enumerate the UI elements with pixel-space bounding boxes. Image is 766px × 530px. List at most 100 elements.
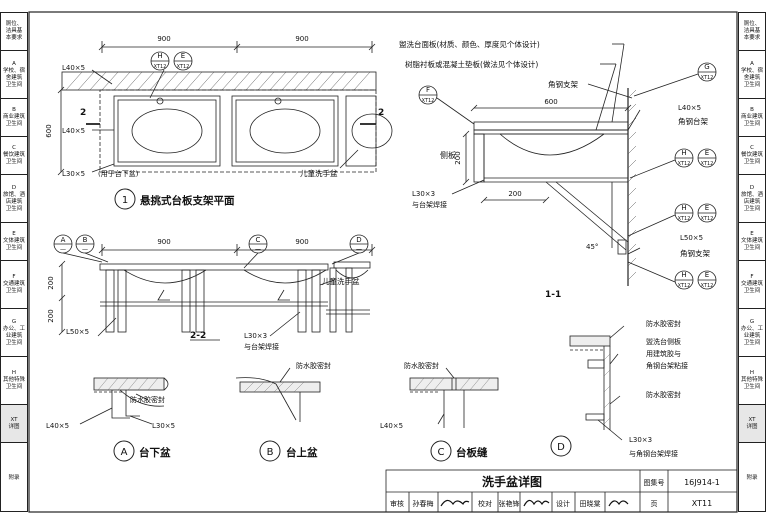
right-sidebar-item-key: A xyxy=(750,60,754,67)
detail-d-l30: L30×3 xyxy=(629,436,652,444)
s22-ref-a: A xyxy=(61,236,66,244)
detail-d-note-2: 用建筑胶与 xyxy=(646,349,681,358)
left-sidebar-item-key: XT xyxy=(10,416,18,423)
detail-a-name: 台下盆 xyxy=(139,446,171,459)
s11-ref-h-2-xt: XT12 xyxy=(678,216,691,222)
detail-a-letter-circle xyxy=(113,440,135,462)
s11-angle-45: 45° xyxy=(586,243,598,251)
drawing-title: 洗手盆详图 xyxy=(482,474,542,489)
detail-b-view xyxy=(235,367,321,422)
right-sidebar-item: 厕位、 洁具基 本要求 xyxy=(739,13,765,51)
right-sidebar-item-label: 文体建筑 卫生间 xyxy=(740,238,763,251)
plan-l40-top: L40×5 xyxy=(62,64,85,72)
review-label: 审核 xyxy=(390,499,404,508)
page-label: 页 xyxy=(651,500,658,508)
left-sidebar-item-label: 详图 xyxy=(8,423,20,430)
right-sidebar-item-label: 厕位、 洁具基 本要求 xyxy=(743,21,761,41)
s11-angle-bracket-label: 角钢支架 xyxy=(680,248,710,258)
s22-l50-label: L50×5 xyxy=(66,328,89,336)
s11-angle-frame-label: 角钢台架 xyxy=(678,116,708,126)
s11-ref-h-3-xt: XT12 xyxy=(678,283,691,289)
atlas-number-label: 图集号 xyxy=(644,478,665,487)
detail-a-letter: A xyxy=(121,447,128,458)
s11-ref-g: G xyxy=(704,63,709,71)
right-sidebar-item: 附录 xyxy=(739,443,765,513)
s11-ref-f: F xyxy=(426,86,430,94)
plan-note-undercounter: (用于台下盆) xyxy=(98,169,139,178)
right-sidebar-item-label: 商业建筑 卫生间 xyxy=(740,114,763,127)
s11-note-countertop: 盥洗台面板(材质、颜色、厚度见个体设计) xyxy=(399,39,540,49)
s22-ref-b-sheet: — xyxy=(82,246,88,253)
designer-signature xyxy=(608,500,629,507)
right-sidebar-item-key: F xyxy=(750,274,754,280)
right-sidebar-item-label: 附录 xyxy=(746,474,758,481)
s22-ref-c: C xyxy=(256,236,261,244)
left-sidebar-item-label: 餐饮建筑 卫生间 xyxy=(2,152,25,165)
left-sidebar-item-key: F xyxy=(12,274,16,280)
detail-b-name: 台上盆 xyxy=(286,446,318,459)
s22-child-basin-label: 儿童洗手盆 xyxy=(322,276,360,286)
reviewer-name: 孙春梅 xyxy=(413,499,434,508)
right-sidebar-item-label: 详图 xyxy=(746,423,758,430)
detail-c-letter-circle xyxy=(430,440,452,462)
right-sidebar-item-key: XT xyxy=(748,416,756,423)
s11-ref-e-2: E xyxy=(705,204,709,212)
s11-ref-f-xt: XT12 xyxy=(422,98,435,104)
plan-dim-900-b: 900 xyxy=(295,35,308,43)
checker-signature xyxy=(523,499,550,507)
s22-ref-c-sheet: — xyxy=(255,246,261,253)
plan-figure-number: 1 xyxy=(122,195,128,206)
detail-c-letter: C xyxy=(438,447,445,458)
right-sidebar-item-label: 其他特殊 卫生间 xyxy=(740,377,763,390)
s11-ref-e-1-xt: XT12 xyxy=(701,161,714,167)
left-sidebar-item-label: 厕位、 洁具基 本要求 xyxy=(5,21,23,41)
detail-c-l40: L40×5 xyxy=(380,422,403,430)
s22-dim-900-b: 900 xyxy=(295,238,308,246)
plan-l30: L30×5 xyxy=(62,170,85,178)
detail-c-seal: 防水胶密封 xyxy=(404,361,439,370)
plan-section-mark-right: 2 xyxy=(378,108,384,118)
s11-weld-note: 与台架焊接 xyxy=(412,200,447,209)
right-sidebar-item-key: E xyxy=(750,231,754,237)
sheet-frame xyxy=(28,11,738,513)
s11-l30-label: L30×3 xyxy=(412,190,435,198)
designer-name: 田晓棠 xyxy=(580,499,601,508)
detail-d-seal-bottom: 防水胶密封 xyxy=(646,390,681,399)
left-sidebar-item: 厕位、 洁具基 本要求 xyxy=(1,13,27,51)
s11-ref-e-2-xt: XT12 xyxy=(701,216,714,222)
detail-a-view xyxy=(79,377,169,425)
plan-section-mark-left: 2 xyxy=(80,108,86,118)
plan-figure-number-circle xyxy=(114,188,136,210)
s22-dim-900-a: 900 xyxy=(157,238,170,246)
plan-view xyxy=(57,41,393,176)
detail-a-l40: L40×5 xyxy=(46,422,69,430)
left-sidebar-item-key: D xyxy=(11,184,17,191)
plan-ref-e: E xyxy=(181,52,185,60)
plan-l40-mid: L40×5 xyxy=(62,127,85,135)
right-sidebar-item-key: B xyxy=(750,107,754,113)
detail-d-note-3: 角钢台架粘接 xyxy=(646,361,688,370)
s11-note-angle-bracket: 角钢支架 xyxy=(548,79,578,89)
s22-ref-d: D xyxy=(356,236,361,244)
s11-ref-e-1: E xyxy=(705,149,709,157)
right-sidebar-item-key: H xyxy=(749,370,755,376)
detail-b-letter-circle xyxy=(259,440,281,462)
left-sidebar-item-label: 办公、工 业建筑 卫生间 xyxy=(2,325,25,346)
detail-d-note-1: 盥洗台侧板 xyxy=(646,337,681,346)
left-sidebar-item-key: H xyxy=(11,370,17,376)
